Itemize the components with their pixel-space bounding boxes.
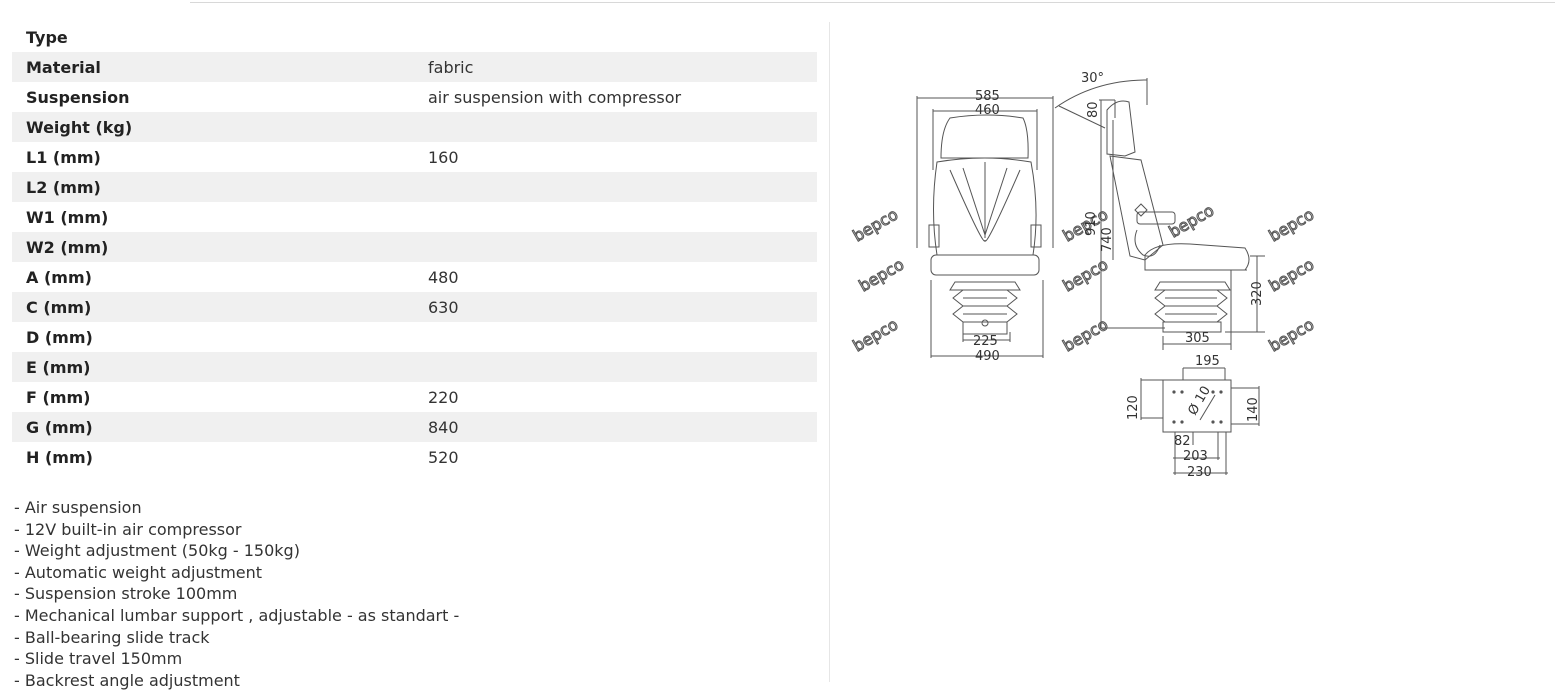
column-divider	[829, 22, 830, 682]
feature-item: - Weight adjustment (50kg - 150kg)	[14, 541, 300, 561]
spec-value: 630	[414, 292, 817, 322]
spec-value: air suspension with compressor	[428, 87, 682, 107]
technical-drawing-svg: bepco bepco bepco bepco bepco bepco bepc…	[849, 71, 1318, 480]
dim-label: 120	[1126, 395, 1141, 420]
spec-label: A (mm)	[26, 267, 92, 287]
front-view	[916, 96, 1054, 358]
dim-label: 80	[1086, 101, 1101, 118]
spec-label: L1 (mm)	[26, 147, 101, 167]
table-row: C (mm)630	[12, 292, 817, 322]
spec-label: D (mm)	[26, 327, 93, 347]
spec-value	[414, 232, 817, 262]
watermark-text: bepco	[1060, 315, 1112, 356]
spec-value: 220	[428, 387, 459, 407]
table-row: L1 (mm) 160	[12, 142, 817, 172]
feature-list: - Air suspension - 12V built-in air comp…	[14, 497, 459, 691]
table-row: Suspension air suspension with compressor	[12, 82, 817, 112]
dim-label: Ø 10	[1185, 384, 1213, 418]
spec-label: C (mm)	[12, 292, 414, 322]
spec-label: Type	[26, 27, 68, 47]
table-row: D (mm)	[12, 322, 817, 352]
table-row: L2 (mm)	[12, 172, 817, 202]
spec-value: 840	[414, 412, 817, 442]
dim-label: 30°	[1081, 71, 1104, 86]
spec-label: Material	[12, 52, 414, 82]
feature-item: - Automatic weight adjustment	[14, 562, 263, 582]
spec-label: W2 (mm)	[12, 232, 414, 262]
spec-value: 520	[428, 447, 459, 467]
table-row: E (mm)	[12, 352, 817, 382]
watermark-text: bepco	[856, 255, 908, 296]
watermark-text: bepco	[850, 315, 902, 356]
spec-value: fabric	[414, 52, 817, 82]
table-row: W1 (mm)	[12, 202, 817, 232]
watermark-text: bepco	[1266, 205, 1318, 246]
table-row: Type	[12, 22, 817, 52]
top-border	[190, 0, 1555, 3]
spec-label: Weight (kg)	[12, 112, 414, 142]
spec-label: E (mm)	[12, 352, 414, 382]
spec-label: G (mm)	[12, 412, 414, 442]
feature-item: - Ball-bearing slide track	[14, 627, 210, 647]
seat-dimension-drawing[interactable]: bepco bepco bepco bepco bepco bepco bepc…	[845, 60, 1345, 490]
side-view	[1054, 78, 1265, 350]
dim-label: 230	[1187, 465, 1212, 480]
table-row: H (mm) 520	[12, 442, 817, 472]
table-row: A (mm) 480	[12, 262, 817, 292]
feature-item: - Mechanical lumbar support , adjustable…	[14, 605, 460, 625]
dim-label: 740	[1100, 227, 1115, 252]
feature-item: - Suspension stroke 100mm	[14, 584, 238, 604]
dim-label: 195	[1195, 354, 1220, 369]
dim-label: 585	[975, 89, 1000, 104]
feature-item: - Air suspension	[14, 498, 142, 517]
watermark-text: bepco	[1060, 255, 1112, 296]
feature-item: - 12V built-in air compressor	[14, 519, 242, 539]
spec-value	[414, 172, 817, 202]
spec-value	[414, 22, 817, 52]
feature-item: - Backrest angle adjustment	[14, 670, 240, 690]
spec-label: H (mm)	[26, 447, 93, 467]
spec-label: F (mm)	[26, 387, 91, 407]
spec-value: 160	[428, 147, 459, 167]
dim-label: 320	[1250, 281, 1265, 306]
mounting-holes	[1172, 390, 1223, 424]
table-row: G (mm)840	[12, 412, 817, 442]
dim-label: 910	[1084, 211, 1099, 236]
watermark-text: bepco	[1266, 255, 1318, 296]
base-plate-view	[1140, 367, 1260, 475]
table-row: Weight (kg)	[12, 112, 817, 142]
dim-label: 82	[1174, 434, 1191, 449]
spec-label: L2 (mm)	[12, 172, 414, 202]
spec-value	[414, 322, 817, 352]
dim-label: 203	[1183, 449, 1208, 464]
spec-value: 480	[428, 267, 459, 287]
table-row: F (mm) 220	[12, 382, 817, 412]
dim-label: 225	[973, 334, 998, 349]
spec-value	[414, 112, 817, 142]
watermark-text: bepco	[1166, 201, 1218, 242]
feature-item: - Slide travel 150mm	[14, 649, 183, 669]
spec-value	[414, 352, 817, 382]
spec-label: Suspension	[26, 87, 130, 107]
dim-label: 460	[975, 103, 1000, 118]
spec-label: W1 (mm)	[26, 207, 109, 227]
dimension-labels: 585 460 225 490 30° 80 910 740 320 305 1…	[973, 71, 1265, 480]
watermark-text: bepco	[850, 205, 902, 246]
dim-label: 140	[1246, 397, 1261, 422]
dim-label: 305	[1185, 331, 1210, 346]
watermark-text: bepco	[1266, 315, 1318, 356]
dim-label: 490	[975, 349, 1000, 364]
table-row: W2 (mm)	[12, 232, 817, 262]
spec-value	[414, 202, 817, 232]
